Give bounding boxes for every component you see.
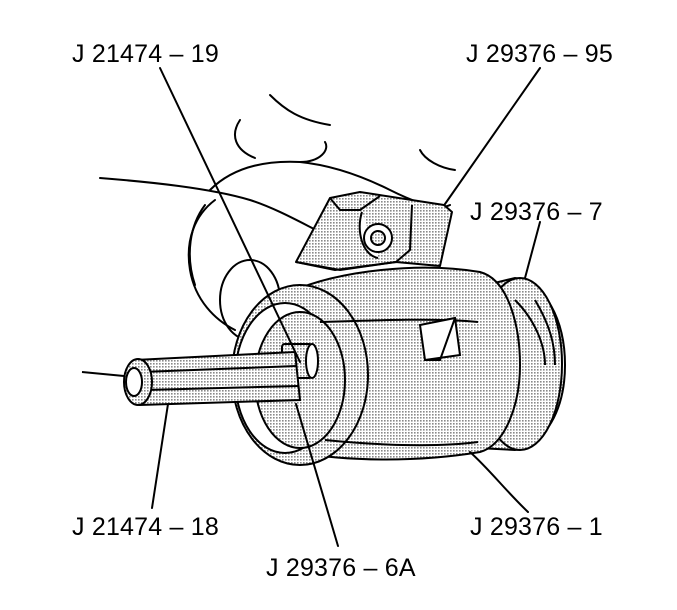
leader-j29376-95 [444,67,541,205]
leader-j21474-18 [151,403,169,509]
leader-j21474-19 [159,67,301,363]
leader-j29376-6a [295,403,339,547]
leader-lines [151,67,541,547]
callout-bottom-center: J 29376 – 6A [266,554,416,582]
callout-bottom-right: J 29376 – 1 [470,513,603,541]
callout-right-upper: J 29376 – 7 [470,198,603,226]
hex-rod [81,350,302,407]
callout-bottom-left: J 21474 – 18 [72,513,219,541]
mounting-bracket [295,191,453,271]
background-contour-lines [99,94,456,331]
leader-j29376-1 [469,451,529,513]
callout-top-right: J 29376 – 95 [466,40,613,68]
leader-j29376-7 [524,221,541,279]
callout-top-left: J 21474 – 19 [72,40,219,68]
